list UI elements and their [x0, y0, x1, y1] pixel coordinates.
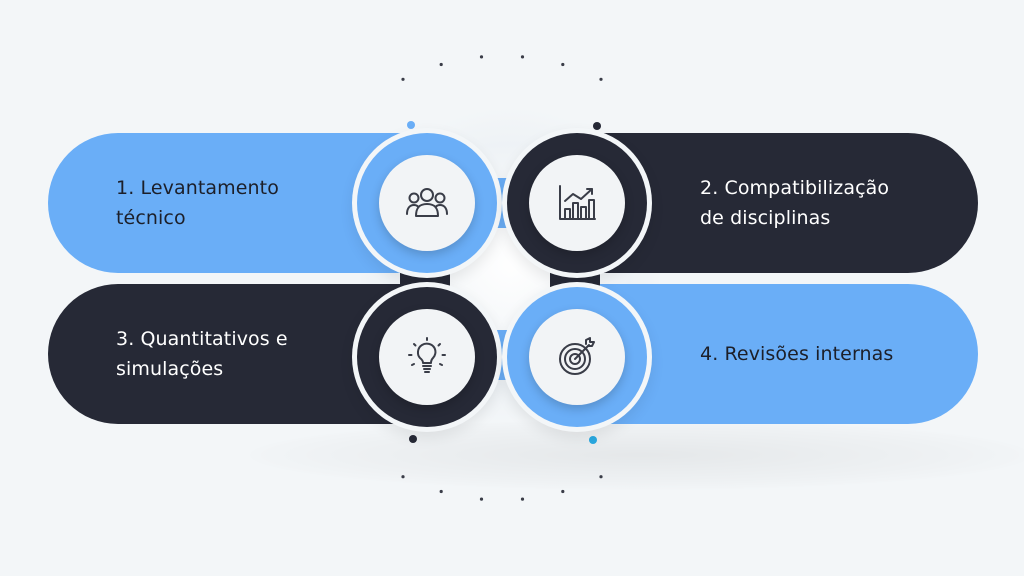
accent-dot-bottom-right	[589, 436, 597, 444]
ring-dot	[520, 497, 525, 501]
target-icon	[556, 336, 598, 378]
ring-dot	[520, 55, 525, 59]
ring-dot	[561, 62, 565, 67]
step-1-icon-badge	[379, 155, 475, 251]
ring-dot	[561, 489, 565, 494]
ring-dot	[599, 475, 603, 479]
step-4-icon-badge	[529, 309, 625, 405]
accent-dot-top-left	[407, 121, 415, 129]
step-2-icon-badge	[529, 155, 625, 251]
ring-dot	[439, 62, 443, 67]
ring-dot	[479, 497, 484, 501]
ring-dot	[479, 55, 484, 59]
team-icon	[404, 183, 450, 223]
accent-dot-top-right	[593, 122, 601, 130]
ring-dot	[599, 77, 603, 81]
step-1-pill: 1. Levantamento técnico	[48, 133, 428, 273]
step-1-label: 1. Levantamento técnico	[116, 177, 279, 229]
bar-chart-icon	[556, 183, 598, 223]
accent-dot-bottom-left	[409, 435, 417, 443]
ring-dot	[401, 475, 405, 479]
step-2-label: 2. Compatibilização de disciplinas	[700, 177, 890, 229]
step-4-pill: 4. Revisões internas	[596, 284, 978, 424]
lightbulb-icon	[406, 336, 448, 378]
step-4-label: 4. Revisões internas	[700, 343, 894, 365]
step-2-pill: 2. Compatibilização de disciplinas	[596, 133, 978, 273]
floor-shadow	[250, 420, 1024, 490]
ring-dot	[401, 77, 405, 81]
step-3-icon-badge	[379, 309, 475, 405]
step-3-label: 3. Quantitativos e simulações	[116, 328, 288, 380]
ring-dot	[439, 489, 443, 494]
